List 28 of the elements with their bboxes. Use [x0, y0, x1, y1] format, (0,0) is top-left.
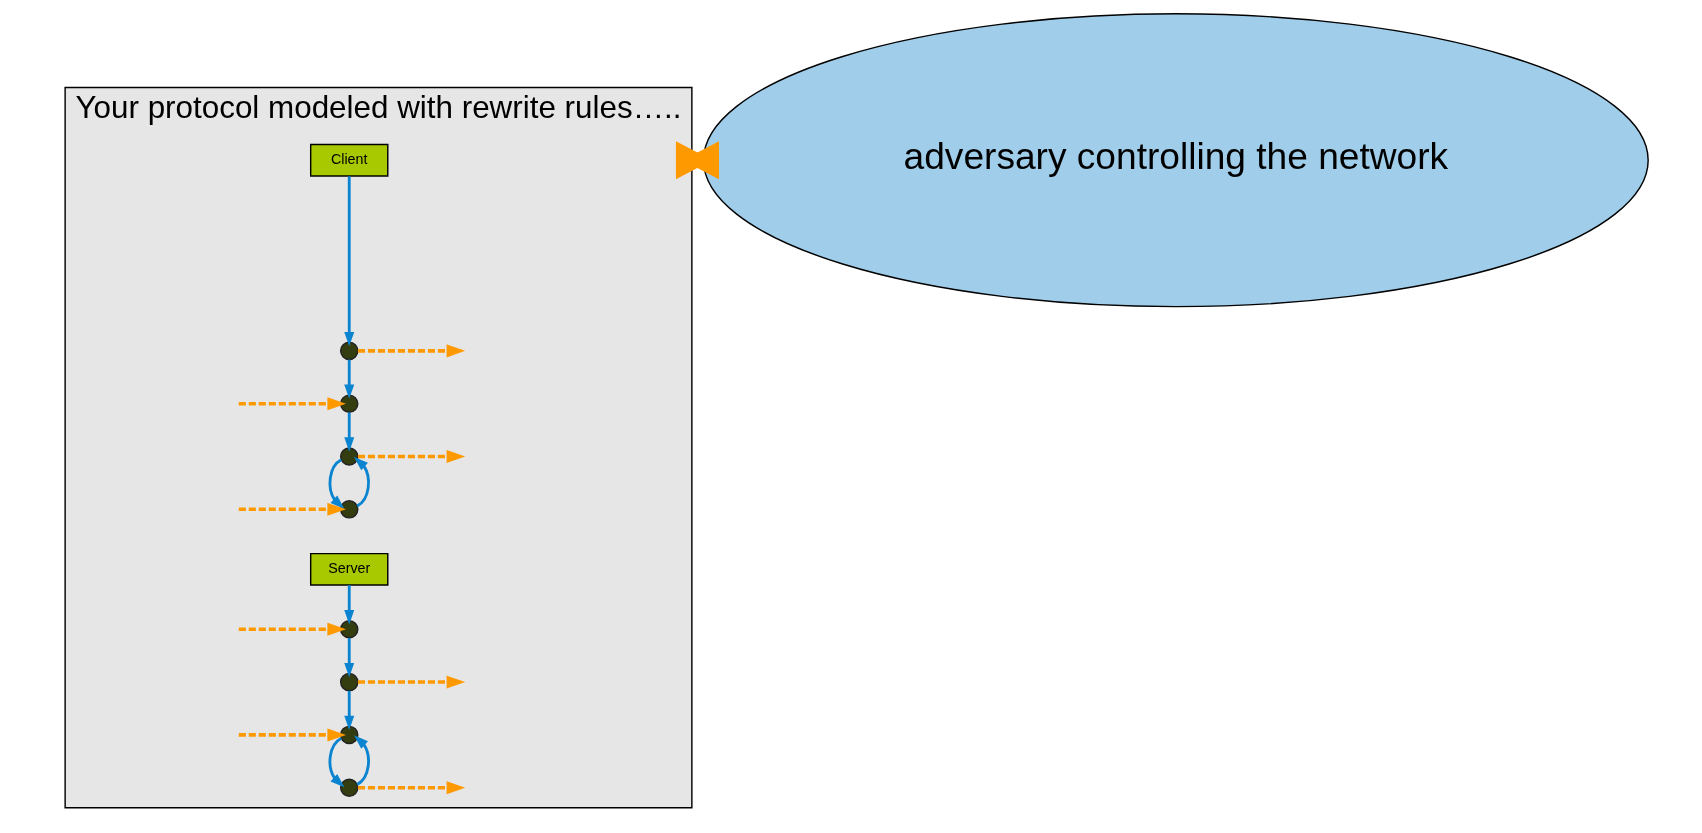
arrow	[354, 450, 466, 471]
arrow	[238, 728, 346, 742]
arrow	[354, 735, 370, 786]
arrow	[344, 585, 355, 625]
arrow	[344, 359, 355, 399]
arrow	[328, 458, 345, 509]
node-box: Server	[309, 552, 389, 586]
arrow	[354, 456, 370, 508]
arrow	[357, 781, 466, 795]
arrow	[238, 397, 346, 411]
arrow	[357, 344, 466, 358]
arrow	[344, 412, 355, 452]
arrow	[238, 622, 346, 636]
node-circle	[339, 725, 359, 745]
node-circle	[339, 394, 359, 413]
arrow	[357, 675, 466, 689]
node-circle	[339, 447, 359, 466]
node-circle	[339, 672, 359, 692]
arrow	[344, 638, 355, 678]
arrow	[238, 495, 346, 516]
node-circle	[339, 500, 359, 519]
arrow	[344, 690, 355, 731]
node-circle	[339, 620, 359, 639]
node-circle	[339, 778, 359, 797]
arrow	[344, 176, 355, 347]
arrow	[328, 737, 345, 788]
node-circle	[339, 341, 359, 361]
node-box: Client	[309, 143, 389, 177]
